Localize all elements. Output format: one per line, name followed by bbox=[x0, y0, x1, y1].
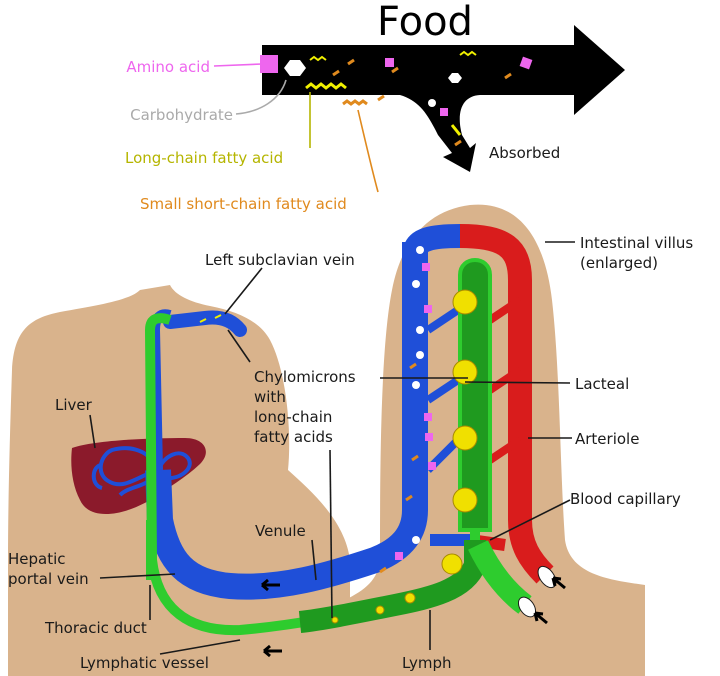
arteriole-label: Arteriole bbox=[575, 430, 639, 448]
blood-artery-system bbox=[459, 224, 557, 589]
hepatic-portal-vein-label-2: portal vein bbox=[8, 570, 89, 588]
carbohydrate-label: Carbohydrate bbox=[130, 106, 233, 124]
arrow-up-left-icon bbox=[533, 611, 548, 625]
amino-acid-label: Amino acid bbox=[126, 58, 210, 76]
venule-label: Venule bbox=[255, 522, 306, 540]
arrow-left-icon bbox=[261, 578, 280, 592]
short-chain-fatty-acid-label: Small short-chain fatty acid bbox=[140, 195, 347, 213]
page-title: Food bbox=[377, 0, 473, 45]
lacteal-label: Lacteal bbox=[575, 375, 629, 393]
left-subclavian-vein-label: Left subclavian vein bbox=[205, 251, 355, 269]
long-chain-fatty-acid-icon bbox=[305, 82, 347, 90]
thoracic-duct-label: Thoracic duct bbox=[44, 619, 147, 637]
chylomicrons-label: Chylomicrons bbox=[254, 368, 356, 386]
lymphatic-system bbox=[144, 258, 537, 636]
hepatic-portal-vein-label: Hepatic bbox=[8, 550, 66, 568]
chylomicrons-label-2: with bbox=[254, 388, 286, 406]
lymph-label: Lymph bbox=[402, 654, 452, 672]
arrow-up-left-icon bbox=[551, 576, 566, 590]
long-chain-fatty-acid-label: Long-chain fatty acid bbox=[125, 149, 283, 167]
short-chain-fatty-acid-icon bbox=[342, 99, 368, 106]
food-arrow bbox=[260, 25, 625, 172]
absorbed-particles bbox=[199, 246, 436, 574]
carbohydrate-icon bbox=[284, 60, 306, 76]
liver-label: Liver bbox=[55, 396, 93, 414]
absorbed-label: Absorbed bbox=[489, 144, 560, 162]
amino-acid-icon bbox=[260, 55, 278, 73]
intestinal-villus-label: Intestinal villus bbox=[580, 234, 693, 252]
chylomicrons-label-3: long-chain bbox=[254, 408, 332, 426]
arrow-left-icon bbox=[263, 644, 282, 658]
intestinal-villus-label-2: (enlarged) bbox=[580, 254, 658, 272]
blood-capillary-label: Blood capillary bbox=[570, 490, 681, 508]
chylomicrons-label-4: fatty acids bbox=[254, 428, 333, 446]
lymphatic-vessel-label: Lymphatic vessel bbox=[80, 654, 209, 672]
